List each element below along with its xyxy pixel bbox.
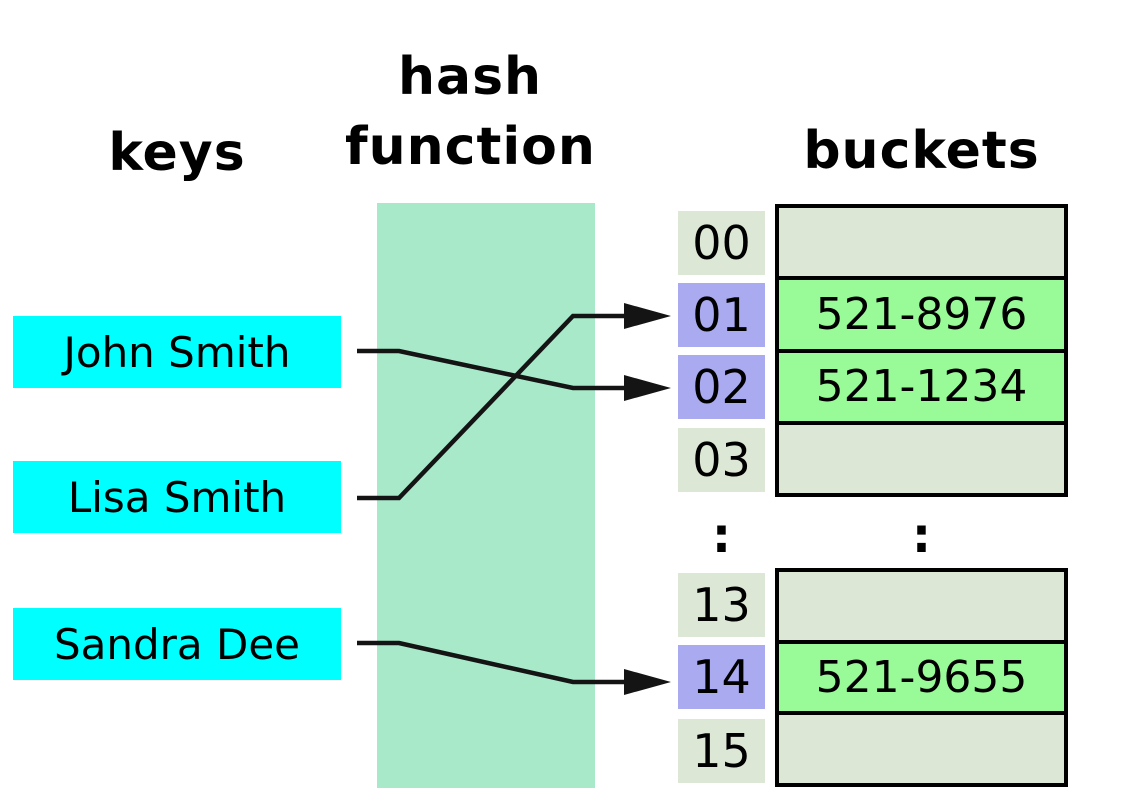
index-cell-14: 14 bbox=[678, 645, 765, 709]
index-label: 01 bbox=[692, 288, 751, 342]
keys-column-header: keys bbox=[108, 123, 246, 183]
bucket-cell bbox=[779, 711, 1064, 784]
bucket-cell: 521-9655 bbox=[779, 639, 1064, 712]
bucket-cell bbox=[779, 420, 1064, 493]
index-cell-00: 00 bbox=[678, 211, 765, 275]
index-cell-13: 13 bbox=[678, 573, 765, 637]
bucket-cell: 521-8976 bbox=[779, 276, 1064, 349]
index-cell-15: 15 bbox=[678, 719, 765, 783]
hash-function-header-line2: function bbox=[345, 117, 596, 177]
bucket-group-bottom: 521-9655 bbox=[775, 568, 1068, 787]
key-label-sandra-dee: Sandra Dee bbox=[53, 619, 301, 669]
index-label: 03 bbox=[692, 433, 751, 487]
bucket-cell bbox=[779, 208, 1064, 277]
hash-function-box bbox=[377, 203, 595, 788]
index-cell-02: 02 bbox=[678, 355, 765, 419]
index-label: 14 bbox=[692, 650, 751, 704]
bucket-cell bbox=[779, 572, 1064, 640]
key-label-john-smith: John Smith bbox=[63, 327, 291, 377]
buckets-column-header: buckets bbox=[803, 121, 1040, 181]
hash-function-header-line1: hash bbox=[397, 47, 543, 107]
index-label: 00 bbox=[692, 216, 751, 270]
key-box-john-smith: John Smith bbox=[13, 316, 341, 388]
hash-function-column-header: hash function bbox=[345, 42, 595, 182]
key-box-lisa-smith: Lisa Smith bbox=[13, 461, 341, 533]
index-cell-01: 01 bbox=[678, 283, 765, 347]
bucket-ellipsis: : bbox=[911, 508, 932, 564]
index-label: 15 bbox=[692, 724, 751, 778]
index-ellipsis: : bbox=[711, 508, 732, 564]
bucket-group-top: 521-8976 521-1234 bbox=[775, 204, 1068, 497]
index-label: 13 bbox=[692, 578, 751, 632]
key-box-sandra-dee: Sandra Dee bbox=[13, 608, 341, 680]
key-label-lisa-smith: Lisa Smith bbox=[67, 472, 287, 522]
index-label: 02 bbox=[692, 360, 751, 414]
index-cell-03: 03 bbox=[678, 428, 765, 492]
bucket-cell: 521-1234 bbox=[779, 348, 1064, 421]
